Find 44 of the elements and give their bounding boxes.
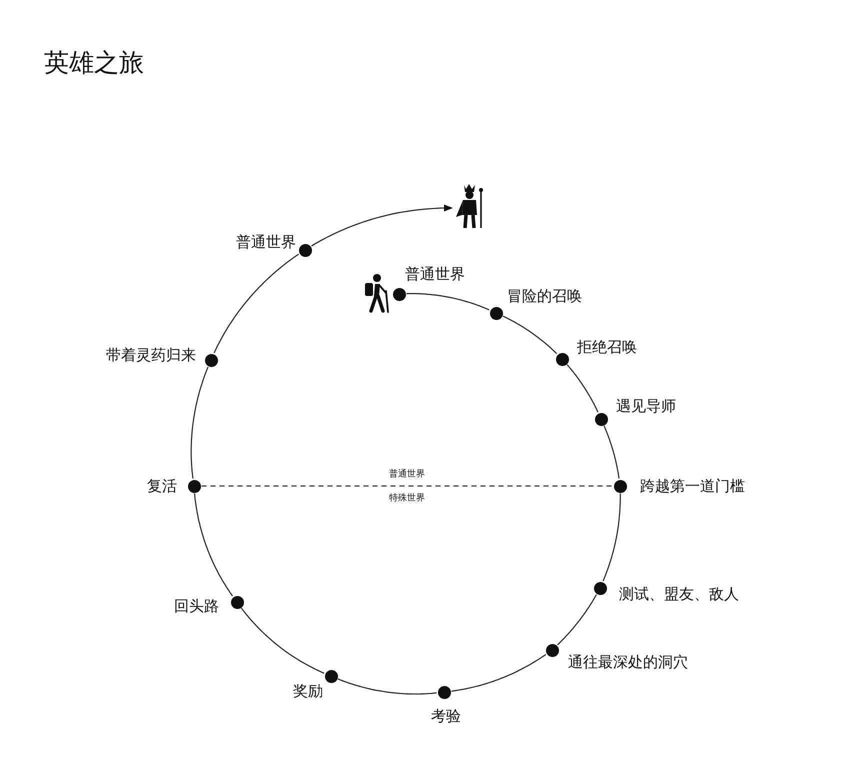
stage-dot — [490, 306, 502, 320]
stage-label: 拒绝召唤 — [577, 338, 637, 356]
stage-label: 回头路 — [174, 597, 219, 615]
stage-dot — [298, 244, 312, 256]
stage-dot — [614, 480, 626, 492]
stage-dot — [230, 596, 244, 608]
arc-connector — [194, 493, 233, 596]
stage-label: 复活 — [147, 477, 177, 495]
stage-dot — [188, 480, 200, 492]
stage-label: 跨越第一道门槛 — [640, 477, 745, 495]
stage-label: 遇见导师 — [616, 397, 676, 415]
stage-label: 测试、盟友、敌人 — [619, 585, 739, 603]
arc-connector — [566, 364, 598, 412]
stage-dot — [594, 582, 606, 594]
stage-label: 奖励 — [293, 682, 323, 700]
arc-connector — [338, 678, 437, 695]
stage-dot — [392, 288, 406, 300]
arc-connector — [602, 494, 621, 582]
title: 英雄之旅 — [44, 47, 144, 79]
stage-label: 冒险的召唤 — [507, 287, 582, 305]
arrow — [311, 204, 453, 246]
arc-connector — [190, 366, 208, 479]
stage-dot — [556, 352, 568, 366]
stage-label: 考验 — [431, 707, 461, 725]
arc-connector — [502, 316, 558, 354]
stage-dot — [594, 412, 608, 426]
arc-connector — [240, 608, 324, 674]
stage-label: 通往最深处的洞穴 — [568, 653, 688, 671]
dashed-line — [202, 485, 612, 487]
world-label: 普通世界 — [389, 470, 425, 480]
stage-dot — [546, 644, 558, 656]
stage-label: 普通世界 — [405, 265, 465, 283]
stage-dot — [438, 686, 450, 698]
arc-connector — [451, 654, 546, 692]
stage-dot — [324, 670, 338, 682]
stage-label: 带着灵药归来 — [106, 346, 196, 364]
stage-label: 普通世界 — [236, 233, 296, 251]
stage-dot — [204, 354, 218, 366]
king-drawing — [454, 183, 486, 229]
arc-connector — [214, 254, 299, 354]
world-label: 特殊世界 — [389, 494, 425, 504]
arc-connector — [557, 594, 597, 646]
arc-connector — [604, 426, 620, 479]
arc-connector — [406, 293, 490, 310]
